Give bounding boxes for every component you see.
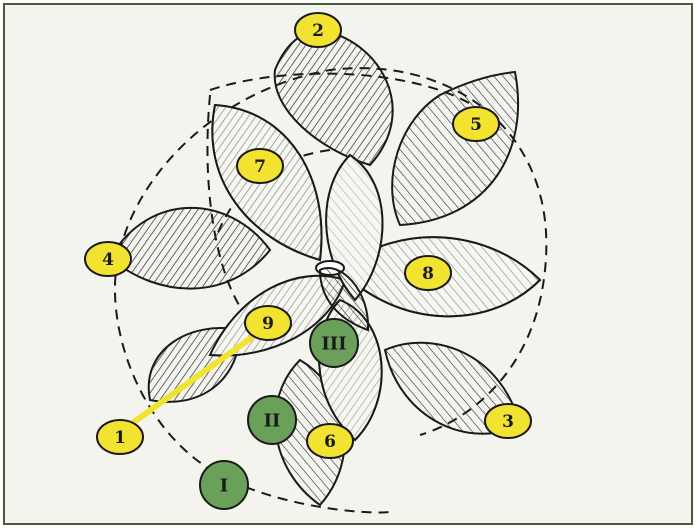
leaf-marker-4-label: 4: [102, 250, 114, 270]
leaf-marker-1: 1: [97, 420, 143, 454]
leaf-marker-7: 7: [237, 149, 283, 183]
whorl-marker-I-label: I: [220, 476, 228, 497]
leaf-marker-3: 3: [485, 404, 531, 438]
leaf-marker-9: 9: [245, 306, 291, 340]
whorl-marker-I: I: [200, 461, 248, 509]
leaf-marker-9-label: 9: [262, 314, 274, 334]
leaf-marker-6-label: 6: [324, 432, 336, 452]
leaf-marker-8-label: 8: [422, 264, 434, 284]
leaf-marker-4: 4: [85, 242, 131, 276]
leaf-5: [392, 72, 518, 225]
whorl-marker-III: III: [310, 319, 358, 367]
leaf-marker-6: 6: [307, 424, 353, 458]
whorl-marker-II-label: II: [264, 411, 281, 432]
leaf-marker-2: 2: [295, 13, 341, 47]
leaf-marker-8: 8: [405, 256, 451, 290]
leaf-4: [110, 208, 270, 289]
leaf-marker-5-label: 5: [470, 115, 482, 135]
leaf-marker-2-label: 2: [312, 21, 324, 41]
whorl-marker-II: II: [248, 396, 296, 444]
leaf-marker-3-label: 3: [502, 412, 514, 432]
leaf-marker-1-label: 1: [114, 428, 126, 448]
leaf-marker-7-label: 7: [254, 157, 266, 177]
leaf-marker-5: 5: [453, 107, 499, 141]
whorl-marker-III-label: III: [321, 334, 346, 355]
